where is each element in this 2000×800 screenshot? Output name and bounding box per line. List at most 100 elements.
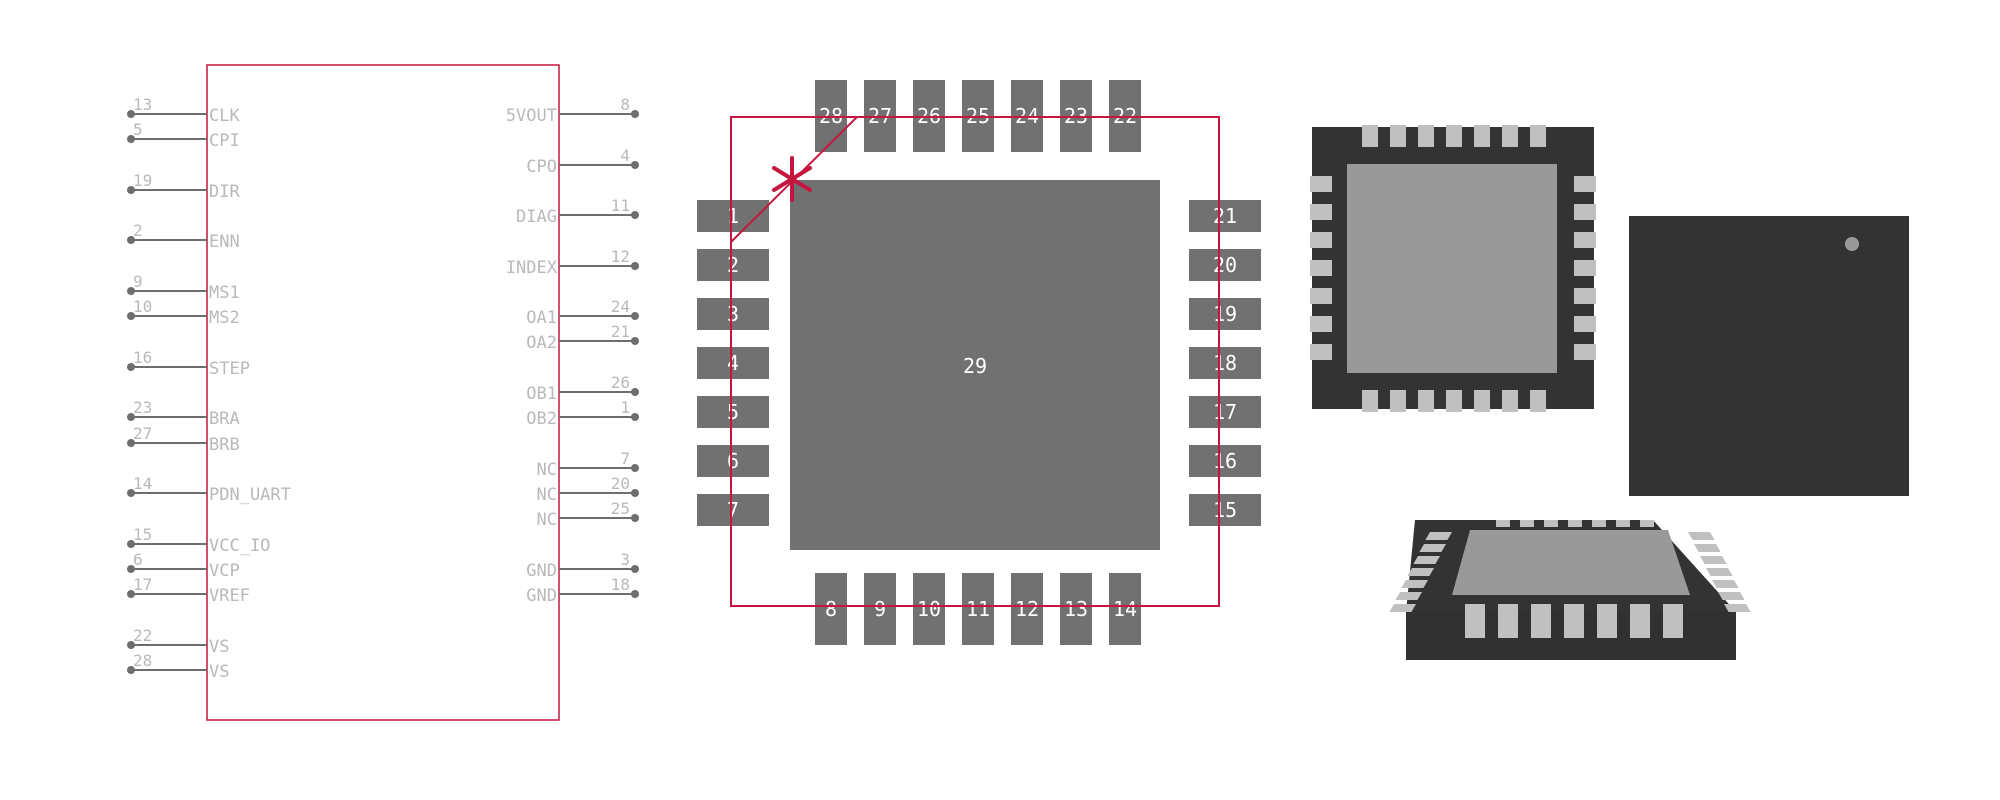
right-pin: 8 5VOUT xyxy=(506,95,639,126)
pin-number: 18 xyxy=(611,575,630,594)
pin-number: 8 xyxy=(620,95,630,114)
lead xyxy=(1389,604,1417,612)
lead xyxy=(1530,125,1546,147)
lead xyxy=(1310,260,1332,276)
pad-number: 18 xyxy=(1213,351,1237,375)
package-leads-top xyxy=(1310,125,1596,412)
pad-number: 8 xyxy=(825,597,837,621)
lead xyxy=(1705,568,1733,576)
pin-name: 5VOUT xyxy=(506,106,557,126)
pin-name: PDN_UART xyxy=(209,485,291,505)
pin-end-dot xyxy=(631,161,639,169)
lead xyxy=(1310,344,1332,360)
pad-number: 12 xyxy=(1015,597,1039,621)
lead xyxy=(1362,390,1378,412)
pin-number: 16 xyxy=(133,348,152,367)
pin-name: ENN xyxy=(209,232,240,252)
footprint-pad: 8 xyxy=(815,573,847,645)
lead xyxy=(1390,125,1406,147)
center-thermal-pad xyxy=(790,180,1160,550)
package-3d-isometric-view xyxy=(1389,520,1751,660)
pad-number: 21 xyxy=(1213,204,1237,228)
pin-number: 9 xyxy=(133,272,143,291)
lead xyxy=(1530,390,1546,412)
lead xyxy=(1574,232,1596,248)
lead xyxy=(1592,520,1606,527)
pin-end-dot xyxy=(127,236,135,244)
pin-end-dot xyxy=(127,590,135,598)
lead xyxy=(1465,604,1485,638)
pin-name: DIAG xyxy=(516,207,557,227)
lead xyxy=(1574,176,1596,192)
pin-number: 2 xyxy=(133,221,143,240)
lead xyxy=(1502,125,1518,147)
lead xyxy=(1520,520,1534,527)
pin-number: 15 xyxy=(133,525,152,544)
lead xyxy=(1474,390,1490,412)
pin-end-dot xyxy=(631,211,639,219)
footprint-pad: 14 xyxy=(1109,573,1141,645)
footprint-pad: 13 xyxy=(1060,573,1092,645)
symbol-body-outline xyxy=(206,64,560,721)
footprint-pad: 2 xyxy=(697,249,769,281)
pin-number: 21 xyxy=(611,322,630,341)
lead xyxy=(1310,204,1332,220)
lead xyxy=(1310,316,1332,332)
lead xyxy=(1418,390,1434,412)
exposed-pad-top xyxy=(1347,164,1557,373)
package-3d-underside-view xyxy=(1629,216,1909,496)
pin-end-dot xyxy=(127,666,135,674)
pad-number: 19 xyxy=(1213,302,1237,326)
pad-number: 15 xyxy=(1213,498,1237,522)
pin-number: 10 xyxy=(133,297,152,316)
pad-number: 5 xyxy=(727,400,739,424)
pin-number: 19 xyxy=(133,171,152,190)
lead xyxy=(1446,390,1462,412)
pin-number: 27 xyxy=(133,424,152,443)
origin-marker xyxy=(772,156,812,202)
pin-name: CLK xyxy=(209,106,240,126)
pad-number: 3 xyxy=(727,302,739,326)
pin-number: 24 xyxy=(611,297,630,316)
pin-name: DIR xyxy=(209,182,240,202)
pin-number: 7 xyxy=(620,449,630,468)
footprint-pad: 20 xyxy=(1189,249,1261,281)
pad-number: 6 xyxy=(727,449,739,473)
package-leads-iso xyxy=(1389,520,1751,638)
pin-end-dot xyxy=(631,565,639,573)
pin-number: 28 xyxy=(133,651,152,670)
lead xyxy=(1310,232,1332,248)
footprint-pad: 3 xyxy=(697,298,769,330)
lead xyxy=(1574,260,1596,276)
pin-end-dot xyxy=(631,514,639,522)
left-pin-list: 13CLK5CPI19DIR2ENN9MS110MS216STEP23BRA27… xyxy=(127,95,291,682)
pin-end-dot xyxy=(127,110,135,118)
pad-number: 17 xyxy=(1213,400,1237,424)
lead xyxy=(1496,520,1510,527)
pin-name: OB1 xyxy=(526,384,557,404)
pin-number: 4 xyxy=(620,146,630,165)
lead xyxy=(1418,125,1434,147)
pin-number: 12 xyxy=(611,247,630,266)
footprint-pad: 5 xyxy=(697,396,769,428)
pin-end-dot xyxy=(127,540,135,548)
lead xyxy=(1616,520,1630,527)
pad-number: 11 xyxy=(966,597,990,621)
pin-name: GND xyxy=(526,586,557,606)
lead xyxy=(1693,544,1721,552)
pin-number: 17 xyxy=(133,575,152,594)
package-exposed-pad xyxy=(1452,530,1690,595)
